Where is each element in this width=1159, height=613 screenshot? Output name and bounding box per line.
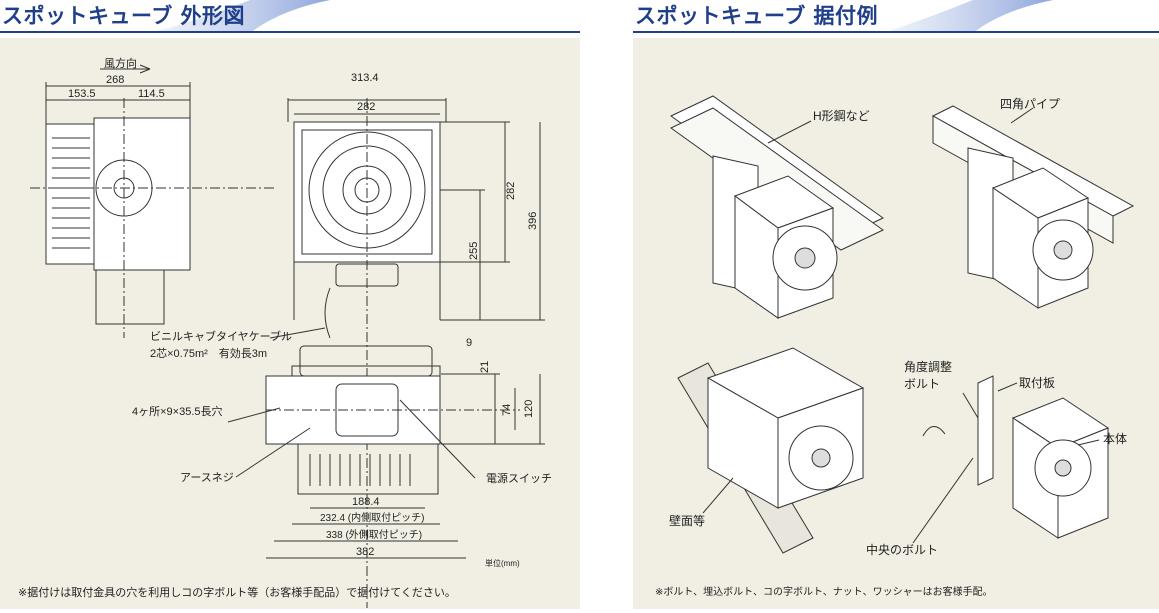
installation-area: H形鋼など 四角パイプ 角度調整 ボルト 取付板 本体 壁面等 中央のボルト (633, 38, 1159, 609)
dim-313-4: 313.4 (351, 72, 379, 84)
wall-label: 壁面等 (669, 513, 705, 528)
outline-drawing (30, 64, 545, 608)
holes-leader (227, 407, 281, 423)
installation-title: スポットキューブ 据付例 (635, 3, 879, 28)
dim-120: 120 (523, 400, 535, 418)
bottom-view (265, 345, 545, 559)
installation-text: H形鋼など 四角パイプ 角度調整 ボルト 取付板 本体 壁面等 中央のボルト (669, 97, 1127, 557)
outline-footnote: ※据付けは取付金具の穴を利用しコの字ボルト等（お客様手配品）で据付けてください。 (18, 586, 456, 599)
header-swoosh (150, 0, 330, 33)
power-switch-label: 電源スイッチ (486, 471, 552, 485)
installation-example-panel: スポットキューブ 据付例 (633, 0, 1159, 609)
angle-bolt-label-1: 角度調整 (904, 359, 952, 374)
side-view (30, 64, 275, 338)
dim-21: 21 (479, 361, 491, 373)
dim-338: 338 (外側取付ピッチ) (326, 528, 422, 541)
dim-188-4: 188.4 (352, 496, 380, 508)
outline-drawing-panel: スポットキューブ 外形図 (0, 0, 580, 609)
square-pipe-label: 四角パイプ (1000, 97, 1060, 111)
dim-232-4: 232.4 (内側取付ピッチ) (320, 511, 424, 524)
dim-114-5: 114.5 (138, 88, 165, 100)
installation-footnote: ※ボルト、埋込ボルト、コの字ボルト、ナット、ワッシャーはお客様手配。 (655, 587, 993, 598)
dim-268: 268 (106, 74, 124, 86)
front-view (287, 98, 545, 608)
h-beam-label: H形鋼など (813, 109, 870, 123)
outline-dimension-text: 風方向 268 153.5 114.5 313.4 282 282 396 25… (68, 56, 552, 568)
holes-label: 4ヶ所×9×35.5長穴 (132, 404, 223, 418)
outline-drawing-area: 風方向 268 153.5 114.5 313.4 282 282 396 25… (0, 38, 580, 609)
cable-label-1: ビニルキャブタイヤケーブル (150, 329, 292, 343)
header-swoosh-right (883, 0, 1053, 33)
square-pipe-example (931, 105, 1135, 309)
switch-leader (399, 399, 476, 479)
cable-label-2: 2芯×0.75m² 有効長3m (150, 346, 267, 360)
header-rule (0, 31, 580, 33)
installation-header: スポットキューブ 据付例 (633, 0, 1159, 34)
main-body-label: 本体 (1103, 432, 1127, 446)
dim-255: 255 (468, 242, 480, 260)
outline-drawing-header: スポットキューブ 外形図 (0, 0, 580, 34)
dim-396: 396 (527, 212, 539, 230)
dim-282-top: 282 (357, 101, 375, 113)
installation-drawing (670, 95, 1135, 554)
cable-leader (269, 327, 326, 339)
dim-382: 382 (356, 546, 374, 558)
angle-bolt-label-2: ボルト (904, 377, 940, 391)
earth-screw-label: アースネジ (180, 471, 234, 484)
dim-153-5: 153.5 (68, 88, 96, 100)
mount-plate-label: 取付板 (1019, 376, 1055, 390)
adjustment-detail-example (922, 375, 1110, 539)
h-beam-example (670, 95, 884, 319)
wall-example (677, 347, 865, 554)
dim-74: 74 (501, 404, 513, 416)
center-bolt-label: 中央のボルト (866, 542, 938, 557)
unit-label: 単位(mm) (485, 558, 520, 568)
wind-direction-label: 風方向 (104, 56, 137, 70)
dim-9: 9 (466, 337, 472, 349)
dim-282-side: 282 (505, 182, 517, 200)
outline-drawing-title: スポットキューブ 外形図 (2, 3, 246, 28)
header-rule-right (633, 31, 1159, 33)
earth-screw-leader (235, 427, 311, 478)
